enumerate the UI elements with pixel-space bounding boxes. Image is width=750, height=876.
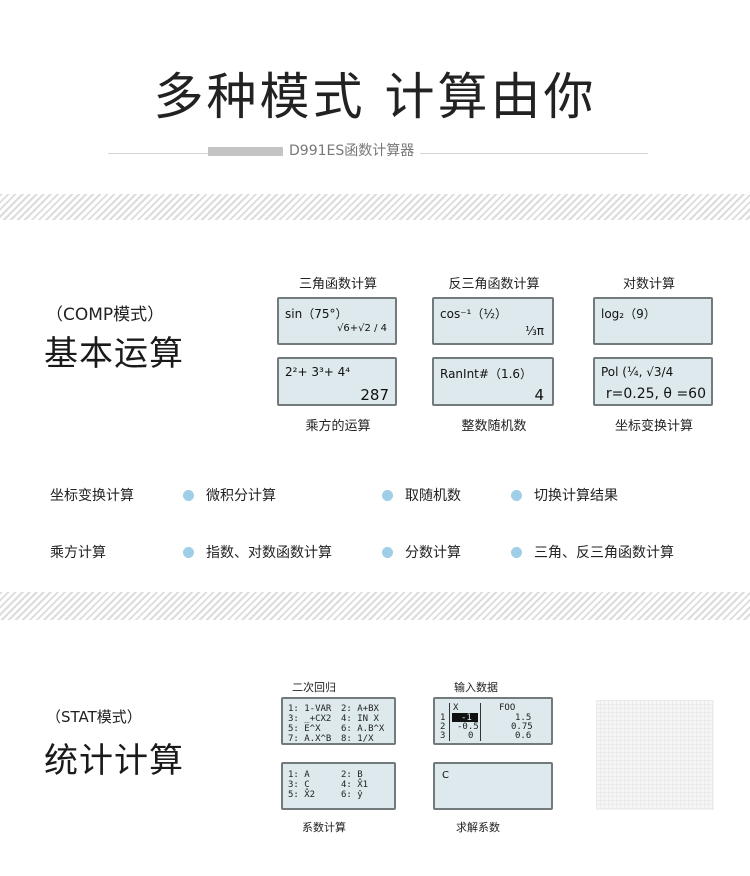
placeholder-grid-panel bbox=[596, 700, 714, 810]
feature-item: 微积分计算 bbox=[183, 485, 276, 505]
stripe-divider-bottom bbox=[0, 592, 750, 620]
bullet-dot-icon bbox=[183, 490, 194, 501]
lcd-result: r=0.25, θ =60 bbox=[605, 386, 706, 402]
lcd-screen-power: 2²+ 3³+ 4⁴ 287 bbox=[277, 357, 397, 406]
selected-cell-highlight bbox=[452, 713, 478, 722]
stripe-divider-top bbox=[0, 194, 750, 220]
table-cell: -0.5 bbox=[457, 722, 479, 732]
table-cell: 0 bbox=[468, 731, 474, 741]
stat-label-coefficient: 系数计算 bbox=[302, 821, 346, 834]
lcd-result: 287 bbox=[360, 386, 389, 404]
lcd-screen-coordinate: Pol (¼, √3/4 r=0.25, θ =60 bbox=[593, 357, 713, 406]
screen-label-inverse-trig: 反三角函数计算 bbox=[448, 277, 540, 292]
feature-item: 指数、对数函数计算 bbox=[183, 542, 332, 562]
stat-mode-label: （STAT模式） bbox=[46, 708, 142, 726]
bullet-dot-icon bbox=[382, 490, 393, 501]
screen-label-trig: 三角函数计算 bbox=[298, 277, 377, 292]
table-row: 2 bbox=[440, 722, 446, 732]
lcd-input: C bbox=[442, 770, 449, 781]
table-cell: 0.75 bbox=[511, 722, 533, 732]
bullet-dot-icon bbox=[511, 547, 522, 558]
screen-label-log: 对数计算 bbox=[622, 277, 675, 292]
lcd-screen-trig: sin（75°） √6+√2 / 4 bbox=[277, 297, 397, 345]
bullet-dot-icon bbox=[183, 547, 194, 558]
table-column-rule bbox=[449, 703, 450, 741]
comp-mode-label: （COMP模式） bbox=[46, 305, 165, 325]
feature-item: 切换计算结果 bbox=[511, 485, 618, 505]
feature-item: 三角、反三角函数计算 bbox=[511, 542, 674, 562]
screen-label-power: 乘方的运算 bbox=[305, 419, 371, 434]
lcd-input: log₂（9） bbox=[601, 307, 656, 321]
subtitle-accent-bar bbox=[208, 147, 298, 156]
lcd-result: √6+√2 / 4 bbox=[337, 323, 387, 334]
stat-label-quadratic: 二次回归 bbox=[292, 681, 336, 694]
bullet-dot-icon bbox=[382, 547, 393, 558]
lcd-screen-inverse-trig: cos⁻¹（½） ⅓π bbox=[432, 297, 554, 345]
lcd-input: Pol (¼, √3/4 bbox=[601, 365, 674, 379]
lcd-screen-data-table: X FOO 1 -1 1.5 2 -0.5 0.75 3 0 0.6 bbox=[433, 697, 553, 745]
table-cell: -1 bbox=[461, 713, 472, 723]
lcd-input: cos⁻¹（½） bbox=[440, 307, 507, 321]
lcd-screen-log: log₂（9） bbox=[593, 297, 713, 345]
table-cell: 1.5 bbox=[515, 713, 532, 723]
stat-section-title: 统计计算 bbox=[44, 741, 184, 781]
page-title: 多种模式 计算由你 bbox=[153, 68, 597, 126]
lcd-result: ⅓π bbox=[525, 324, 544, 338]
lcd-input: 2²+ 3³+ 4⁴ bbox=[285, 365, 351, 379]
bullet-dot-icon bbox=[511, 490, 522, 501]
table-header-foo: FOO bbox=[499, 703, 516, 713]
table-header-x: X bbox=[453, 703, 459, 713]
comp-section-title: 基本运算 bbox=[44, 334, 184, 374]
feature-item: 分数计算 bbox=[382, 542, 461, 562]
screen-label-random-int: 整数随机数 bbox=[461, 419, 527, 434]
table-row: 3 bbox=[440, 731, 446, 741]
lcd-input: RanInt#（1.6） bbox=[440, 367, 533, 381]
feature-row1-head: 坐标变换计算 bbox=[50, 488, 134, 504]
feature-item: 取随机数 bbox=[382, 485, 461, 505]
table-row: 1 bbox=[440, 713, 446, 723]
lcd-input: sin（75°） bbox=[285, 307, 348, 321]
table-cell: 0.6 bbox=[515, 731, 532, 741]
feature-row2-head: 乘方计算 bbox=[50, 545, 106, 561]
stat-label-solve: 求解系数 bbox=[456, 821, 500, 834]
table-column-rule bbox=[480, 703, 481, 741]
stat-label-input: 输入数据 bbox=[454, 681, 498, 694]
lcd-screen-random-int: RanInt#（1.6） 4 bbox=[432, 357, 554, 406]
lcd-screen-solve: C bbox=[433, 762, 553, 810]
page-subtitle: D991ES函数计算器 bbox=[283, 141, 421, 161]
screen-label-coordinate: 坐标变换计算 bbox=[614, 419, 693, 434]
lcd-result: 4 bbox=[534, 386, 544, 404]
